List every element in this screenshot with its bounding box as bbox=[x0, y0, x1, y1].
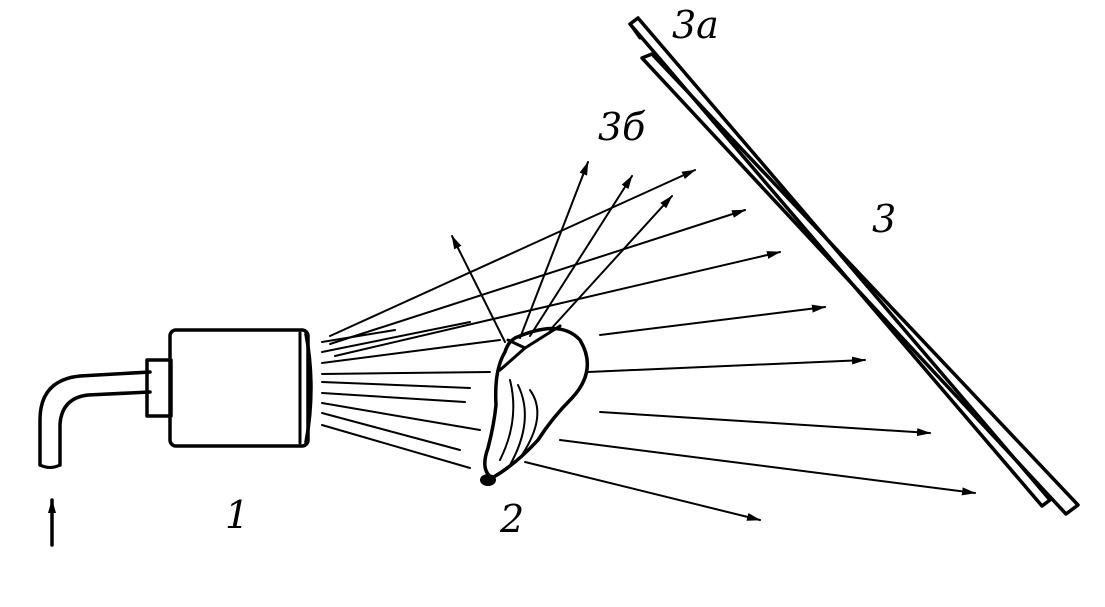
label-source: 1 bbox=[225, 493, 249, 537]
scattered-rays bbox=[451, 161, 673, 343]
emission-rays bbox=[321, 321, 501, 469]
beam-rays bbox=[329, 169, 976, 521]
label-screen-b: 3б bbox=[598, 105, 646, 149]
feed-hose bbox=[38, 370, 152, 469]
label-screen-a: 3a bbox=[672, 3, 719, 47]
label-screen: 3 bbox=[872, 197, 896, 241]
label-object: 2 bbox=[499, 497, 524, 541]
source-device bbox=[145, 328, 313, 448]
object-body bbox=[480, 324, 590, 486]
screen-plate bbox=[628, 16, 1080, 516]
